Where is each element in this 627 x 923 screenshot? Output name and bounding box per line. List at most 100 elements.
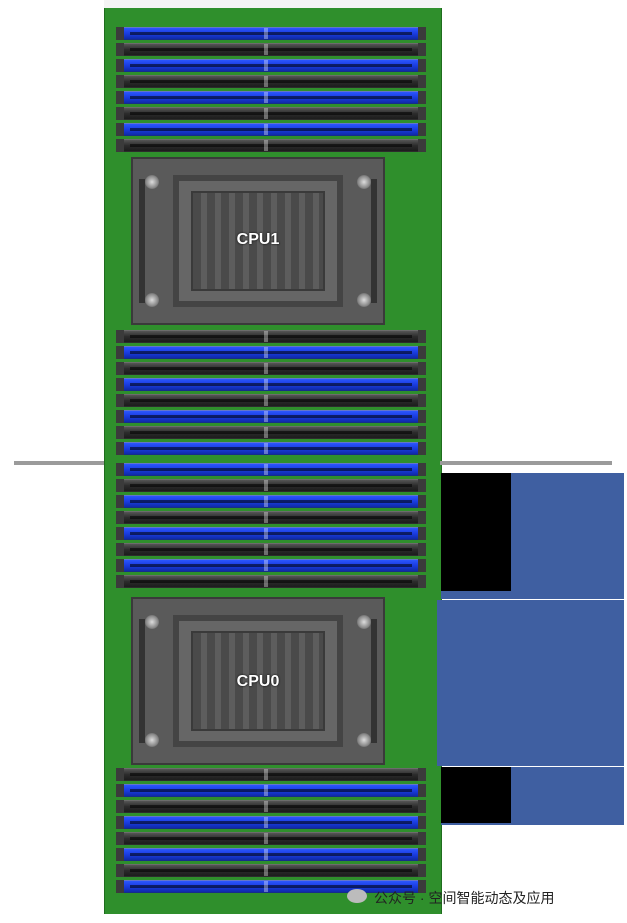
dimm-slot-groove [130, 853, 412, 856]
dimm-slot-groove [130, 869, 412, 872]
socket-lever [371, 619, 377, 743]
dimm-latch [116, 784, 124, 797]
footer-watermark: 公众号 · 空间智能动态及应用 [374, 890, 555, 906]
dimm-slot-blue [116, 880, 426, 893]
dimm-latch [418, 543, 426, 556]
dimm-slot-groove [130, 484, 412, 487]
dimm-latch [116, 75, 124, 88]
dimm-slot-groove [130, 837, 412, 840]
dimm-slot-black [116, 426, 426, 439]
dimm-slot-groove [130, 367, 412, 370]
dimm-latch [418, 139, 426, 152]
dimm-latch [116, 463, 124, 476]
dimm-latch [116, 27, 124, 40]
dimm-slot-groove [130, 500, 412, 503]
socket-lever [139, 619, 145, 743]
dimm-slot-groove [130, 32, 412, 35]
dimm-key [264, 576, 268, 587]
dimm-slot-groove [130, 112, 412, 115]
dimm-latch [418, 832, 426, 845]
dimm-latch [418, 559, 426, 572]
dimm-key [264, 44, 268, 55]
dimm-latch [116, 816, 124, 829]
screw-icon [357, 615, 371, 629]
dimm-latch [418, 107, 426, 120]
left-divider-line [14, 461, 104, 465]
dimm-slot-groove [130, 128, 412, 131]
dimm-key [264, 833, 268, 844]
dimm-slot-groove [130, 335, 412, 338]
screw-icon [145, 733, 159, 747]
dimm-latch [116, 768, 124, 781]
dimm-key [264, 411, 268, 422]
dimm-latch [116, 362, 124, 375]
dimm-latch [418, 575, 426, 588]
dimm-latch [418, 442, 426, 455]
dimm-slot-groove [130, 80, 412, 83]
dimm-slot-blue [116, 59, 426, 72]
dimm-slot-blue [116, 848, 426, 861]
dimm-key [264, 865, 268, 876]
dimm-slot-groove [130, 415, 412, 418]
dimm-latch [418, 495, 426, 508]
dimm-slot-groove [130, 821, 412, 824]
dimm-slot-black [116, 864, 426, 877]
dimm-latch [418, 479, 426, 492]
dimm-slot-groove [130, 399, 412, 402]
dimm-key [264, 124, 268, 135]
dimm-slot-groove [130, 773, 412, 776]
dimm-slot-black [116, 800, 426, 813]
dimm-key [264, 28, 268, 39]
dimm-slot-groove [130, 144, 412, 147]
dimm-latch [418, 75, 426, 88]
dimm-latch [116, 848, 124, 861]
dimm-key [264, 363, 268, 374]
dimm-key [264, 769, 268, 780]
dimm-latch [418, 59, 426, 72]
dimm-latch [116, 511, 124, 524]
right-divider-line [440, 461, 612, 465]
dimm-slot-black [116, 511, 426, 524]
dimm-latch [418, 463, 426, 476]
dimm-latch [116, 543, 124, 556]
dimm-slot-black [116, 75, 426, 88]
dimm-key [264, 528, 268, 539]
screw-icon [357, 293, 371, 307]
wechat-icon [347, 889, 367, 903]
dimm-latch [418, 816, 426, 829]
dimm-slot-groove [130, 885, 412, 888]
screw-icon [357, 733, 371, 747]
dimm-slot-black [116, 330, 426, 343]
dimm-slot-groove [130, 789, 412, 792]
dimm-slot-groove [130, 431, 412, 434]
cpu1-socket: CPU1 [131, 157, 385, 325]
dimm-slot-blue [116, 495, 426, 508]
dimm-latch [116, 91, 124, 104]
dimm-slot-blue [116, 816, 426, 829]
screw-icon [145, 615, 159, 629]
dimm-key [264, 395, 268, 406]
dimm-latch [418, 511, 426, 524]
socket-pins [191, 631, 325, 731]
dimm-latch [418, 123, 426, 136]
dimm-latch [116, 59, 124, 72]
dimm-key [264, 817, 268, 828]
right-panel-bottom-dark [441, 767, 511, 823]
dimm-key [264, 849, 268, 860]
dimm-slot-groove [130, 564, 412, 567]
dimm-key [264, 480, 268, 491]
dimm-slot-blue [116, 527, 426, 540]
dimm-latch [116, 442, 124, 455]
dimm-slot-groove [130, 351, 412, 354]
dimm-key [264, 881, 268, 892]
dimm-latch [116, 495, 124, 508]
dimm-latch [116, 330, 124, 343]
dimm-slot-blue [116, 378, 426, 391]
dimm-latch [116, 880, 124, 893]
dimm-key [264, 331, 268, 342]
screw-icon [145, 293, 159, 307]
dimm-latch [418, 91, 426, 104]
dimm-slot-groove [130, 383, 412, 386]
dimm-key [264, 427, 268, 438]
dimm-key [264, 347, 268, 358]
